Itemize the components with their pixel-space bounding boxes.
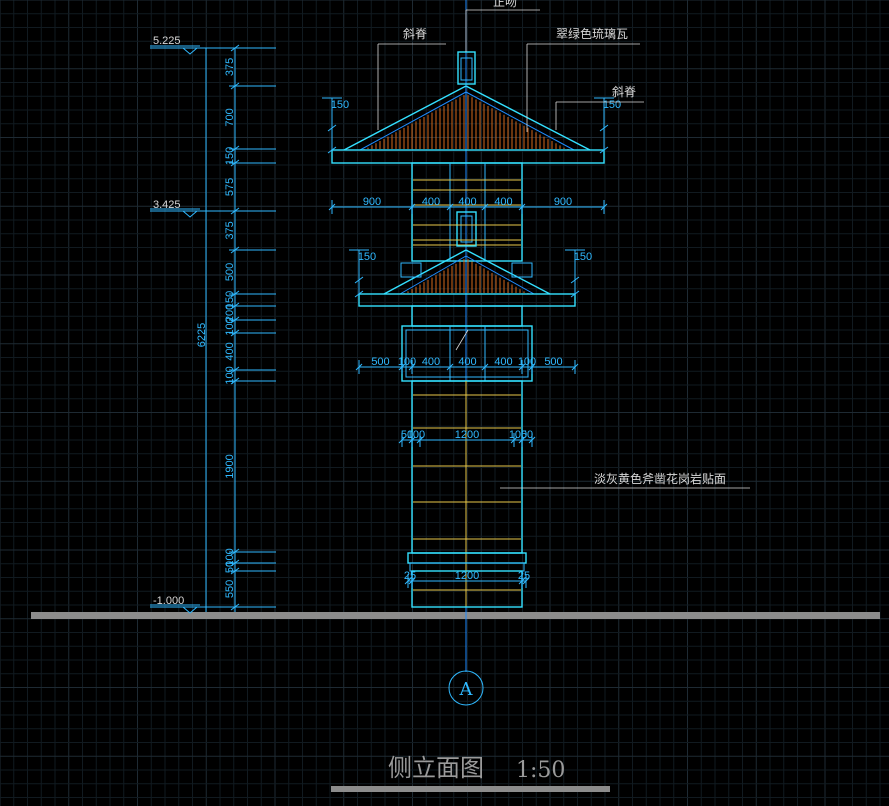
level-marker-top: 5.225 xyxy=(150,35,200,55)
column-base xyxy=(407,552,527,608)
svg-text:5.225: 5.225 xyxy=(153,35,181,47)
horizontal-dimension-label: 400 xyxy=(458,356,476,368)
upper-roof xyxy=(331,51,605,164)
ground-line xyxy=(31,612,880,619)
vertical-dimension-label: 200 xyxy=(224,304,236,322)
annotation-top-finial: 正吻 xyxy=(465,0,540,52)
total-height-label: 6225 xyxy=(196,323,208,347)
eave-dimension-label: 150 xyxy=(358,251,376,263)
horizontal-dimension-label: 50 xyxy=(521,429,533,441)
upper-eave-dim-left: 150 xyxy=(322,97,349,154)
horizontal-dimension-label: 400 xyxy=(494,196,512,208)
axis-bubble xyxy=(448,670,484,706)
eave-dimension-label: 150 xyxy=(331,99,349,111)
horizontal-dimension-label: 50 xyxy=(401,429,413,441)
horizontal-dimension-label: 100 xyxy=(518,356,536,368)
drawing-title-block: 侧立面图 1:50 xyxy=(331,754,610,792)
vertical-dimension-label: 500 xyxy=(224,263,236,281)
vertical-dimension-label: 50 xyxy=(224,561,236,573)
vertical-dimension-chain: 6225 37570015057537550015020010040010019… xyxy=(150,44,276,612)
vertical-dimension-label: 100 xyxy=(224,317,236,335)
svg-text:3.425: 3.425 xyxy=(153,199,181,211)
vertical-dimension-label: 150 xyxy=(224,291,236,309)
lower-roof-dimension-chain: 500 100 400 400 400 100 500 xyxy=(355,356,579,374)
horizontal-dimension-label: 400 xyxy=(422,356,440,368)
svg-text:正吻: 正吻 xyxy=(493,0,517,9)
horizontal-dimension-label: 400 xyxy=(494,356,512,368)
horizontal-dimension-label: 100 xyxy=(407,429,425,441)
horizontal-dimension-label: 1200 xyxy=(455,429,479,441)
lower-eave-dim-right: 150 xyxy=(565,249,592,298)
horizontal-dimension-label: 1200 xyxy=(455,570,479,582)
horizontal-dimension-label: 100 xyxy=(509,429,527,441)
level-marker-middle: 3.425 xyxy=(150,199,200,218)
level-marker-ground: -1.000 xyxy=(150,595,200,614)
vertical-dimension-label: 700 xyxy=(224,108,236,126)
vertical-dimension-label: 550 xyxy=(224,580,236,598)
horizontal-dimension-label: 900 xyxy=(554,196,572,208)
horizontal-dimension-label: 400 xyxy=(422,196,440,208)
lower-eave-dim-left: 150 xyxy=(349,249,376,298)
axis-label: A xyxy=(459,679,474,700)
annotation-granite-cladding: 淡灰黄色斧凿花岗岩贴面 xyxy=(500,471,750,489)
horizontal-dimension-label: 500 xyxy=(544,356,562,368)
drawing-scale: 1:50 xyxy=(516,758,565,783)
vertical-dimension-label: 375 xyxy=(224,221,236,239)
vertical-dimension-label: 150 xyxy=(224,147,236,165)
vertical-dimension-label: 400 xyxy=(224,342,236,360)
horizontal-dimension-label: 25 xyxy=(518,570,530,582)
svg-text:-1.000: -1.000 xyxy=(153,595,184,607)
horizontal-dimension-label: 25 xyxy=(404,570,416,582)
svg-text:斜脊: 斜脊 xyxy=(403,27,427,41)
vertical-dimension-label: 375 xyxy=(224,58,236,76)
vertical-dimension-label: 1900 xyxy=(224,454,236,478)
vertical-dimension-label: 100 xyxy=(224,548,236,566)
base-dimension-chain: 25 1200 25 xyxy=(404,570,530,588)
annotation-right-ridge: 斜脊 xyxy=(555,85,644,130)
horizontal-dimension-label: 900 xyxy=(363,196,381,208)
horizontal-dimension-label: 500 xyxy=(371,356,389,368)
horizontal-dimension-label: 400 xyxy=(458,196,476,208)
horizontal-dimension-label: 100 xyxy=(398,356,416,368)
svg-text:翠绿色琉璃瓦: 翠绿色琉璃瓦 xyxy=(556,26,628,41)
svg-text:淡灰黄色斧凿花岗岩贴面: 淡灰黄色斧凿花岗岩贴面 xyxy=(594,471,726,486)
eave-dimension-label: 150 xyxy=(603,99,621,111)
eave-dimension-label: 150 xyxy=(574,251,592,263)
annotation-glazed-tile: 翠绿色琉璃瓦 xyxy=(526,26,640,132)
annotation-left-ridge: 斜脊 xyxy=(377,27,446,130)
drawing-title: 侧立面图 xyxy=(388,754,484,782)
vertical-dimension-label: 100 xyxy=(224,366,236,384)
upper-roof-dimension-chain: 900 400 400 400 900 xyxy=(328,196,608,214)
svg-text:斜脊: 斜脊 xyxy=(612,85,636,99)
vertical-dimension-label: 575 xyxy=(224,178,236,196)
